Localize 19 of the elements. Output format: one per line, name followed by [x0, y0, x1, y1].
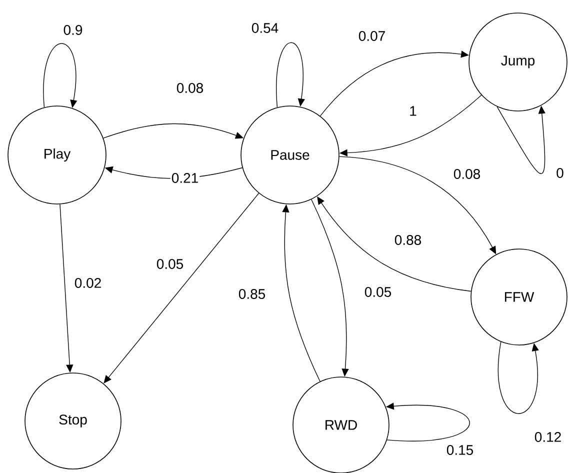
- edge-label: 0.08: [452, 168, 482, 180]
- edge-label: 0.07: [357, 30, 387, 42]
- arrow: [276, 42, 305, 108]
- edge-label: 1: [408, 105, 418, 117]
- edge-label: 0.21: [170, 172, 200, 184]
- edge-label: 0.85: [237, 288, 267, 300]
- edge-label: 0.12: [533, 431, 563, 443]
- edge-label: 0.02: [73, 277, 103, 289]
- edge-label: 0.15: [445, 444, 475, 456]
- arrow: [104, 192, 260, 384]
- arrow: [498, 342, 539, 414]
- edge-label: 0.05: [155, 258, 185, 270]
- edge-label: 0.88: [393, 234, 423, 246]
- edge-label: 0.9: [62, 24, 84, 36]
- edge-label: 0.08: [175, 82, 205, 94]
- edge-label: 0.05: [363, 286, 393, 298]
- edge-label: 0.54: [250, 22, 280, 34]
- edge-label: 0: [555, 167, 565, 179]
- arrow: [43, 43, 78, 108]
